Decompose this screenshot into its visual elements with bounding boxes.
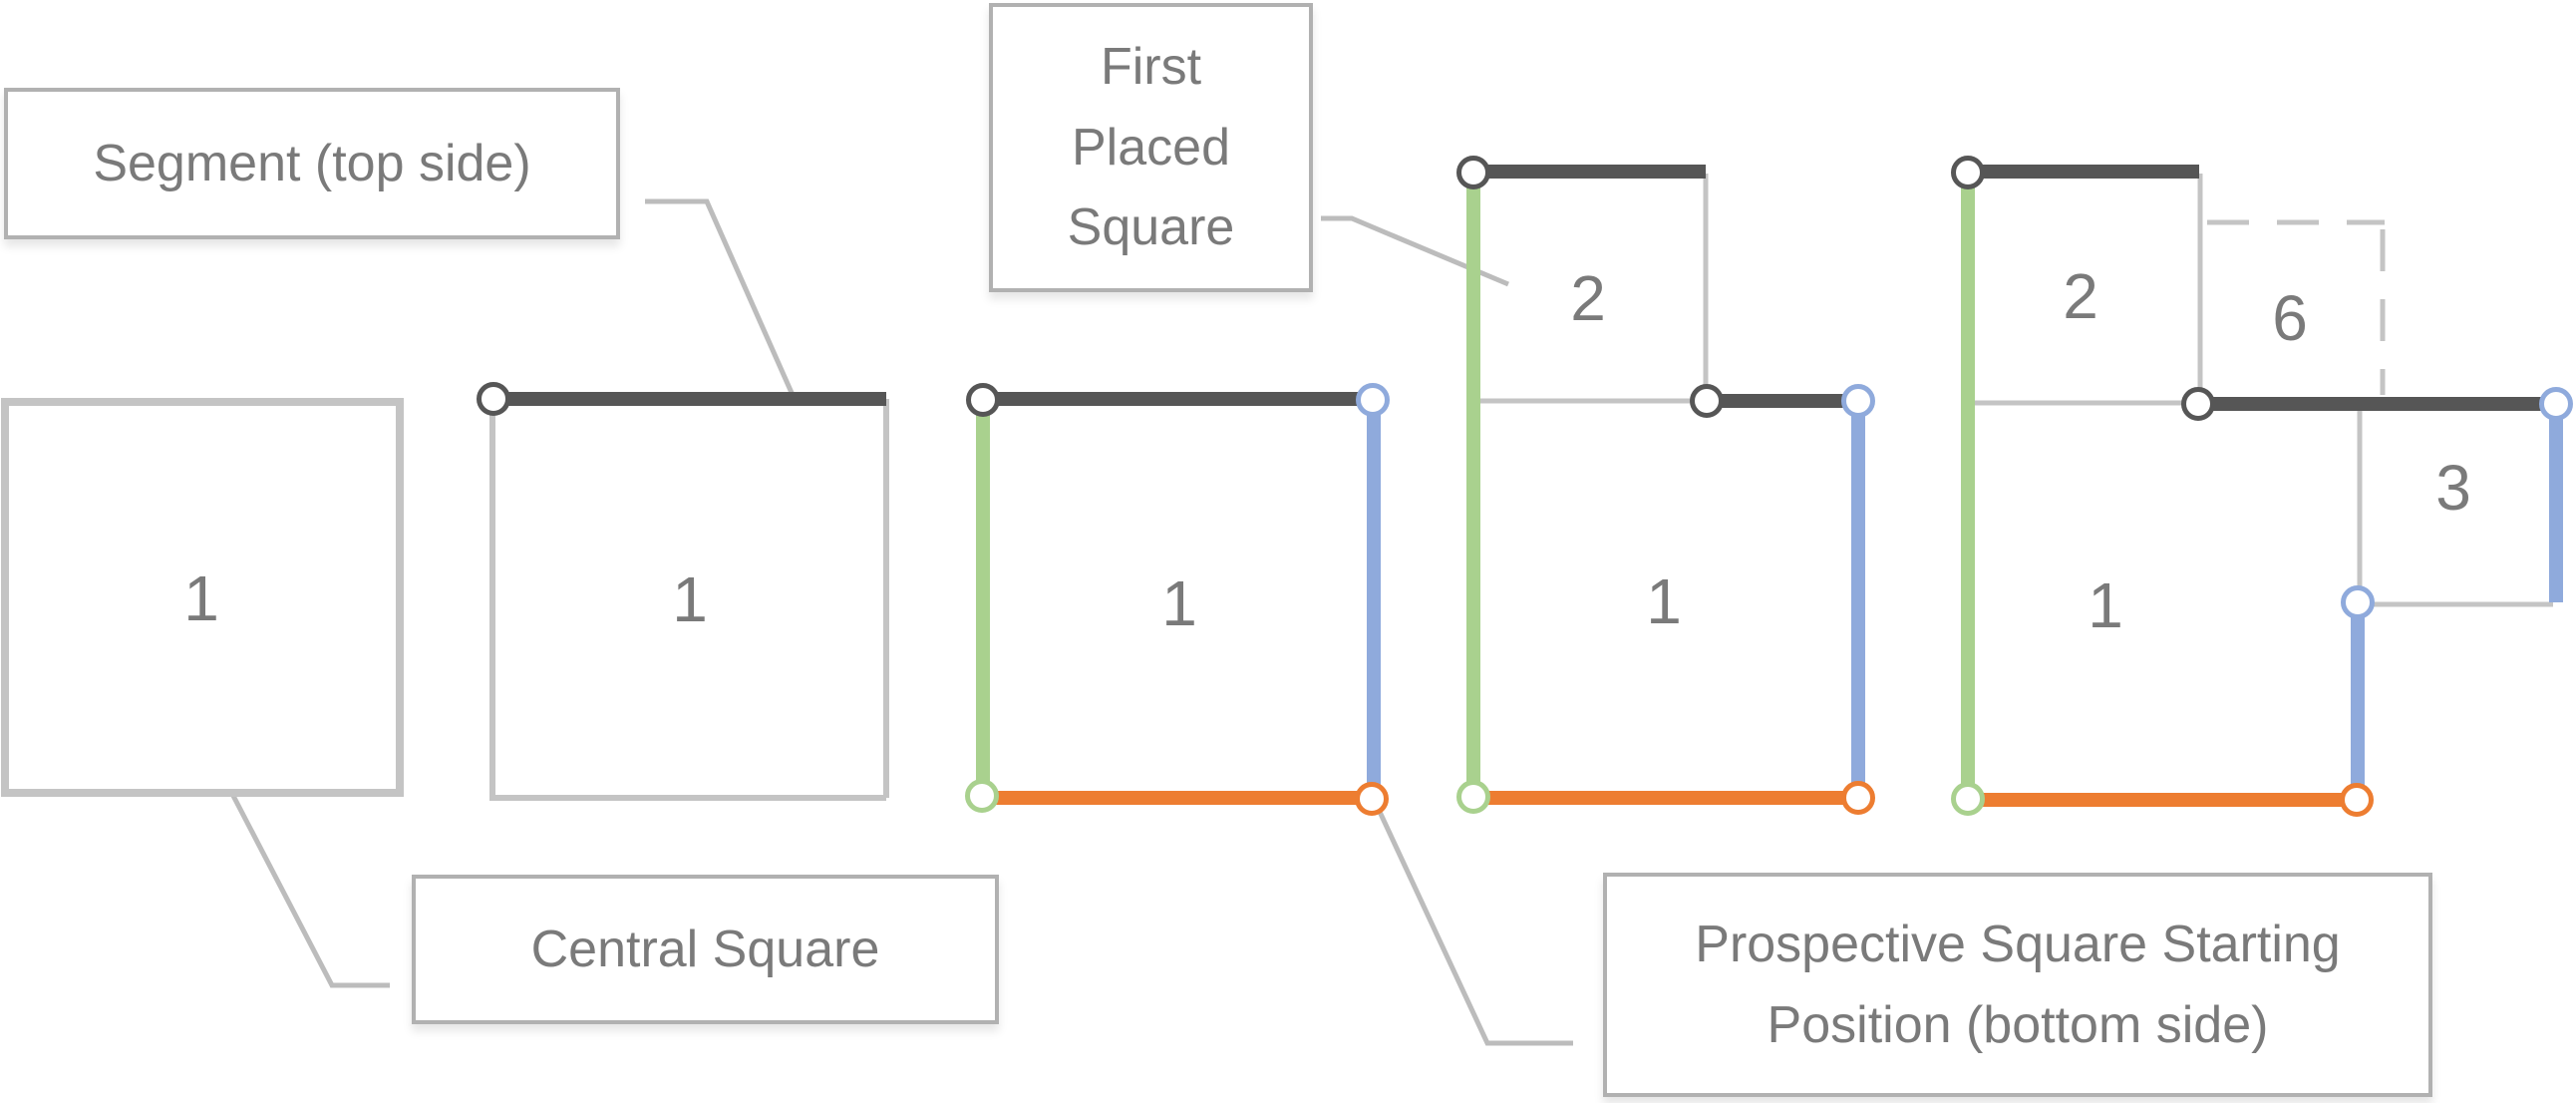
callout-segment-top-side-label: Segment (top side) — [93, 134, 531, 192]
d3-square1-number: 1 — [1161, 567, 1197, 639]
d5-top-right-node — [2539, 387, 2573, 421]
d4-bottom-left-node — [1456, 780, 1490, 814]
d1-square1-number: 1 — [183, 562, 219, 634]
callout-central-square-label: Central Square — [530, 919, 880, 978]
d3-top-left-node — [966, 383, 1000, 417]
d4-square2-number: 2 — [1570, 262, 1606, 334]
d2-top-left-node — [477, 382, 510, 416]
d2-square1-number: 1 — [672, 563, 708, 635]
callout-first-placed-square-label: First Placed Square — [1067, 38, 1235, 257]
d5-top-left-node — [1951, 156, 1985, 189]
callout-prospective-square-label: Prospective Square Starting Position (bo… — [1695, 915, 2341, 1054]
d5-mid-node — [2181, 387, 2215, 421]
d5-square3-number: 3 — [2435, 452, 2471, 524]
d4-square1-number: 1 — [1646, 565, 1682, 637]
d4-bottom-right-node — [1841, 781, 1875, 815]
callout-central-square: Central Square — [412, 875, 999, 1024]
callout-prospective-square: Prospective Square Starting Position (bo… — [1603, 873, 2432, 1097]
d5-bottom-right-node — [2340, 783, 2374, 817]
callout-first-placed-square: First Placed Square — [989, 3, 1313, 292]
d3-bottom-left-node — [965, 779, 999, 813]
d5-bottom-left-node — [1951, 782, 1985, 816]
d4-top-left-node — [1456, 156, 1490, 189]
d5-square1-number: 1 — [2088, 569, 2123, 641]
central-square-leader — [229, 792, 390, 988]
d5-right-mid-node — [2341, 585, 2375, 619]
d4-top-right-node — [1841, 384, 1875, 418]
d3-bottom-right-node — [1355, 782, 1389, 816]
prospective-square-leader — [1377, 810, 1573, 1046]
d3-top-right-node — [1356, 383, 1390, 417]
segment-top-side-leader — [645, 198, 796, 397]
d5-square6-number: 6 — [2272, 282, 2308, 354]
d5-square2-number: 2 — [2063, 260, 2098, 332]
diagram1-central-square-outline — [1, 398, 404, 797]
callout-segment-top-side: Segment (top side) — [4, 88, 620, 239]
first-placed-square-leader — [1321, 215, 1509, 287]
d4-mid-node — [1690, 384, 1724, 418]
